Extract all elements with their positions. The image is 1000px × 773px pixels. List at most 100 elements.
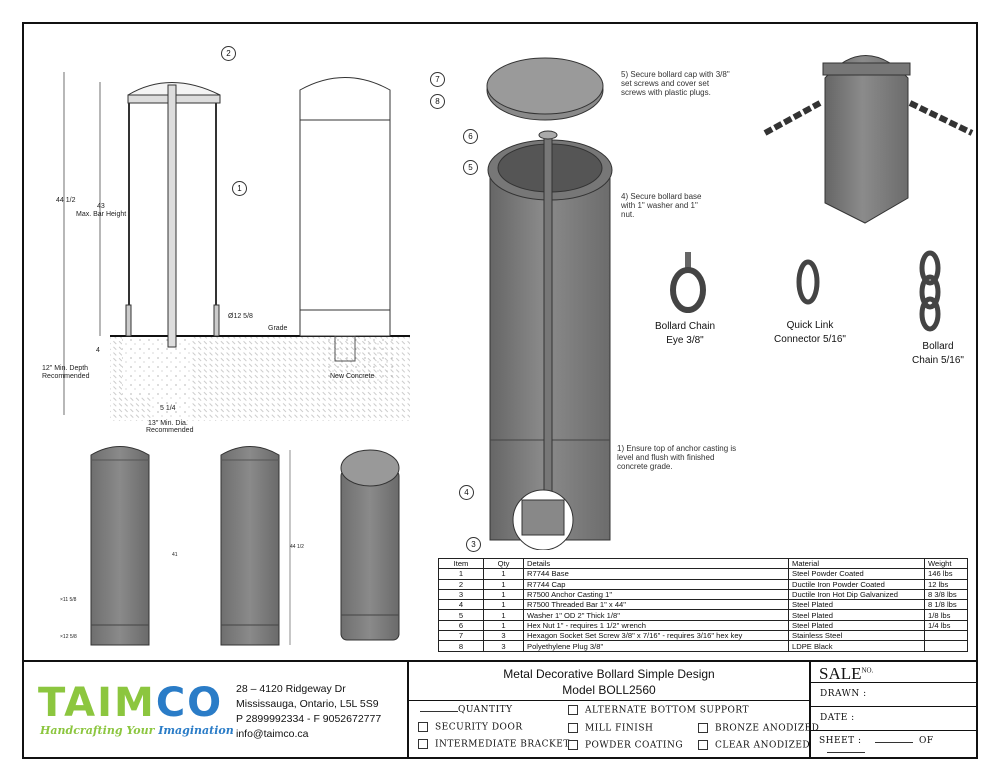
quantity-field[interactable]: QUANTITY [420,705,513,715]
accessory-name: Bollard Chain [654,321,716,332]
new-concrete-label: New Concrete [330,373,375,380]
cell-material: Ductile Iron Hot Dip Galvanized [788,588,925,601]
dim-bar-height-label: Max. Bar Height [76,211,127,218]
checkbox-alternate-bottom-support[interactable]: ALTERNATE BOTTOM SUPPORT [568,705,749,716]
header-qty: Qty [483,557,524,570]
option-label: SECURITY DOOR [435,722,523,733]
of-label: OF [918,736,934,746]
dim-depth: 12" Min. Depth [42,365,89,372]
cell-item: 4 [438,599,484,611]
cell-material: Steel Plated [788,619,925,632]
balloon-5: 5 [463,160,478,175]
cell-details: R7500 Threaded Bar 1" x 44" [523,599,789,611]
cell-qty: 1 [483,588,524,601]
taimco-logo: TAIMCO [38,680,223,726]
accessory-name: Quick Link [786,320,834,331]
sale-no-label: NO. [861,666,874,675]
header-material: Material [788,557,925,570]
address-city: Mississauga, Ontario, L5L 5S9 [236,698,379,710]
header-item: Item [438,557,484,570]
exploded-view [486,57,613,550]
option-label: MILL FINISH [585,723,654,734]
cell-weight: 8 3/8 lbs [924,588,968,601]
cell-item: 5 [438,609,484,621]
accessory-spec: Connector 5/16" [774,333,846,345]
dim-hole-dia-label: Recommended [146,427,194,434]
accessory-name: Bollard [922,341,954,352]
cell-item: 7 [438,630,484,642]
option-label: CLEAR ANODIZED [715,740,811,751]
cell-details: Hex Nut 1" - requires 1 1/2" wrench [523,619,789,632]
dim-height-41: 41 [172,552,178,558]
logo-text-blue: CO [155,680,224,726]
option-label: POWDER COATING [585,740,684,751]
cell-weight: 8 1/8 lbs [924,599,968,611]
dim-height-44: 44 1/2 [290,544,304,550]
table-header-row: Item Qty Details Material Weight [438,557,968,570]
cell-weight [924,630,968,642]
cell-qty: 3 [483,630,524,642]
balloon-7: 7 [430,72,445,87]
cell-material: Stainless Steel [788,630,925,642]
cell-qty: 1 [483,619,524,632]
balloon-2: 2 [221,46,236,61]
dim-hole-dia: 13" Min. Dia. [148,420,188,427]
dim-anchor-width: 5 1/4 [160,405,176,412]
title-text: Metal Decorative Bollard Simple Design [503,667,715,681]
cell-details: Hexagon Socket Set Screw 3/8" x 7/16" - … [523,630,789,642]
cell-item: 6 [438,619,484,632]
balloon-3: 3 [466,537,481,552]
title-block: TAIMCO Handcrafting Your Imagination 28 … [22,660,978,759]
cell-weight: 1/4 lbs [924,619,968,632]
cell-details: Polyethylene Plug 3/8" [523,640,789,652]
cell-details: R7500 Anchor Casting 1" [523,588,789,601]
dim-diameter: Ø12 5/8 [228,313,253,320]
checkbox-security-door[interactable]: SECURITY DOOR [418,722,523,733]
checkbox-intermediate-bracket[interactable]: INTERMEDIATE BRACKET [418,739,570,750]
checkbox-mill-finish[interactable]: MILL FINISH [568,723,653,734]
drawn-field[interactable]: DRAWN : [820,689,867,699]
bollard-views [90,446,400,646]
sale-no-field: SALENO. [819,664,873,684]
checkbox-clear-anodized[interactable]: CLEAR ANODIZED [698,740,810,751]
cell-qty: 1 [483,578,524,590]
cell-weight: 146 lbs [924,568,968,580]
balloon-8: 8 [430,94,445,109]
cell-qty: 3 [483,640,524,652]
date-field[interactable]: DATE : [820,713,855,723]
sheet-field[interactable]: SHEET : OF [819,736,978,756]
dim-base-diameter: ×12 5/8 [60,634,77,640]
chain-accessories [670,250,941,332]
cell-material: Ductile Iron Powder Coated [788,578,925,590]
address-line: 28 – 4120 Ridgeway Dr [236,683,346,695]
checkbox-bronze-anodized[interactable]: BRONZE ANODIZED [698,723,819,734]
logo-tagline: Handcrafting Your Imagination [40,724,234,737]
checkbox-powder-coating[interactable]: POWDER COATING [568,740,683,751]
note-secure-base: 4) Secure bollard base with 1" washer an… [621,192,702,220]
option-label: BRONZE ANODIZED [715,723,820,734]
drawing-frame [22,22,978,759]
sheet-label: SHEET : [819,736,862,746]
cell-item: 1 [438,568,484,580]
note-anchor-casting: 1) Ensure top of anchor casting is level… [617,444,737,472]
balloon-1: 1 [232,181,247,196]
chain-bollard-view [763,55,974,224]
cell-details: R7744 Base [523,568,789,580]
dim-anchor-depth: 4 [96,347,100,354]
cell-item: 2 [438,578,484,590]
cell-weight: 12 lbs [924,578,968,590]
accessory-spec: Eye 3/8" [666,334,704,346]
grade-label: Grade [268,325,288,332]
balloon-6: 6 [463,129,478,144]
tagline-part: Handcrafting Your [40,724,155,737]
email-link[interactable]: info@taimco.ca [236,728,309,740]
